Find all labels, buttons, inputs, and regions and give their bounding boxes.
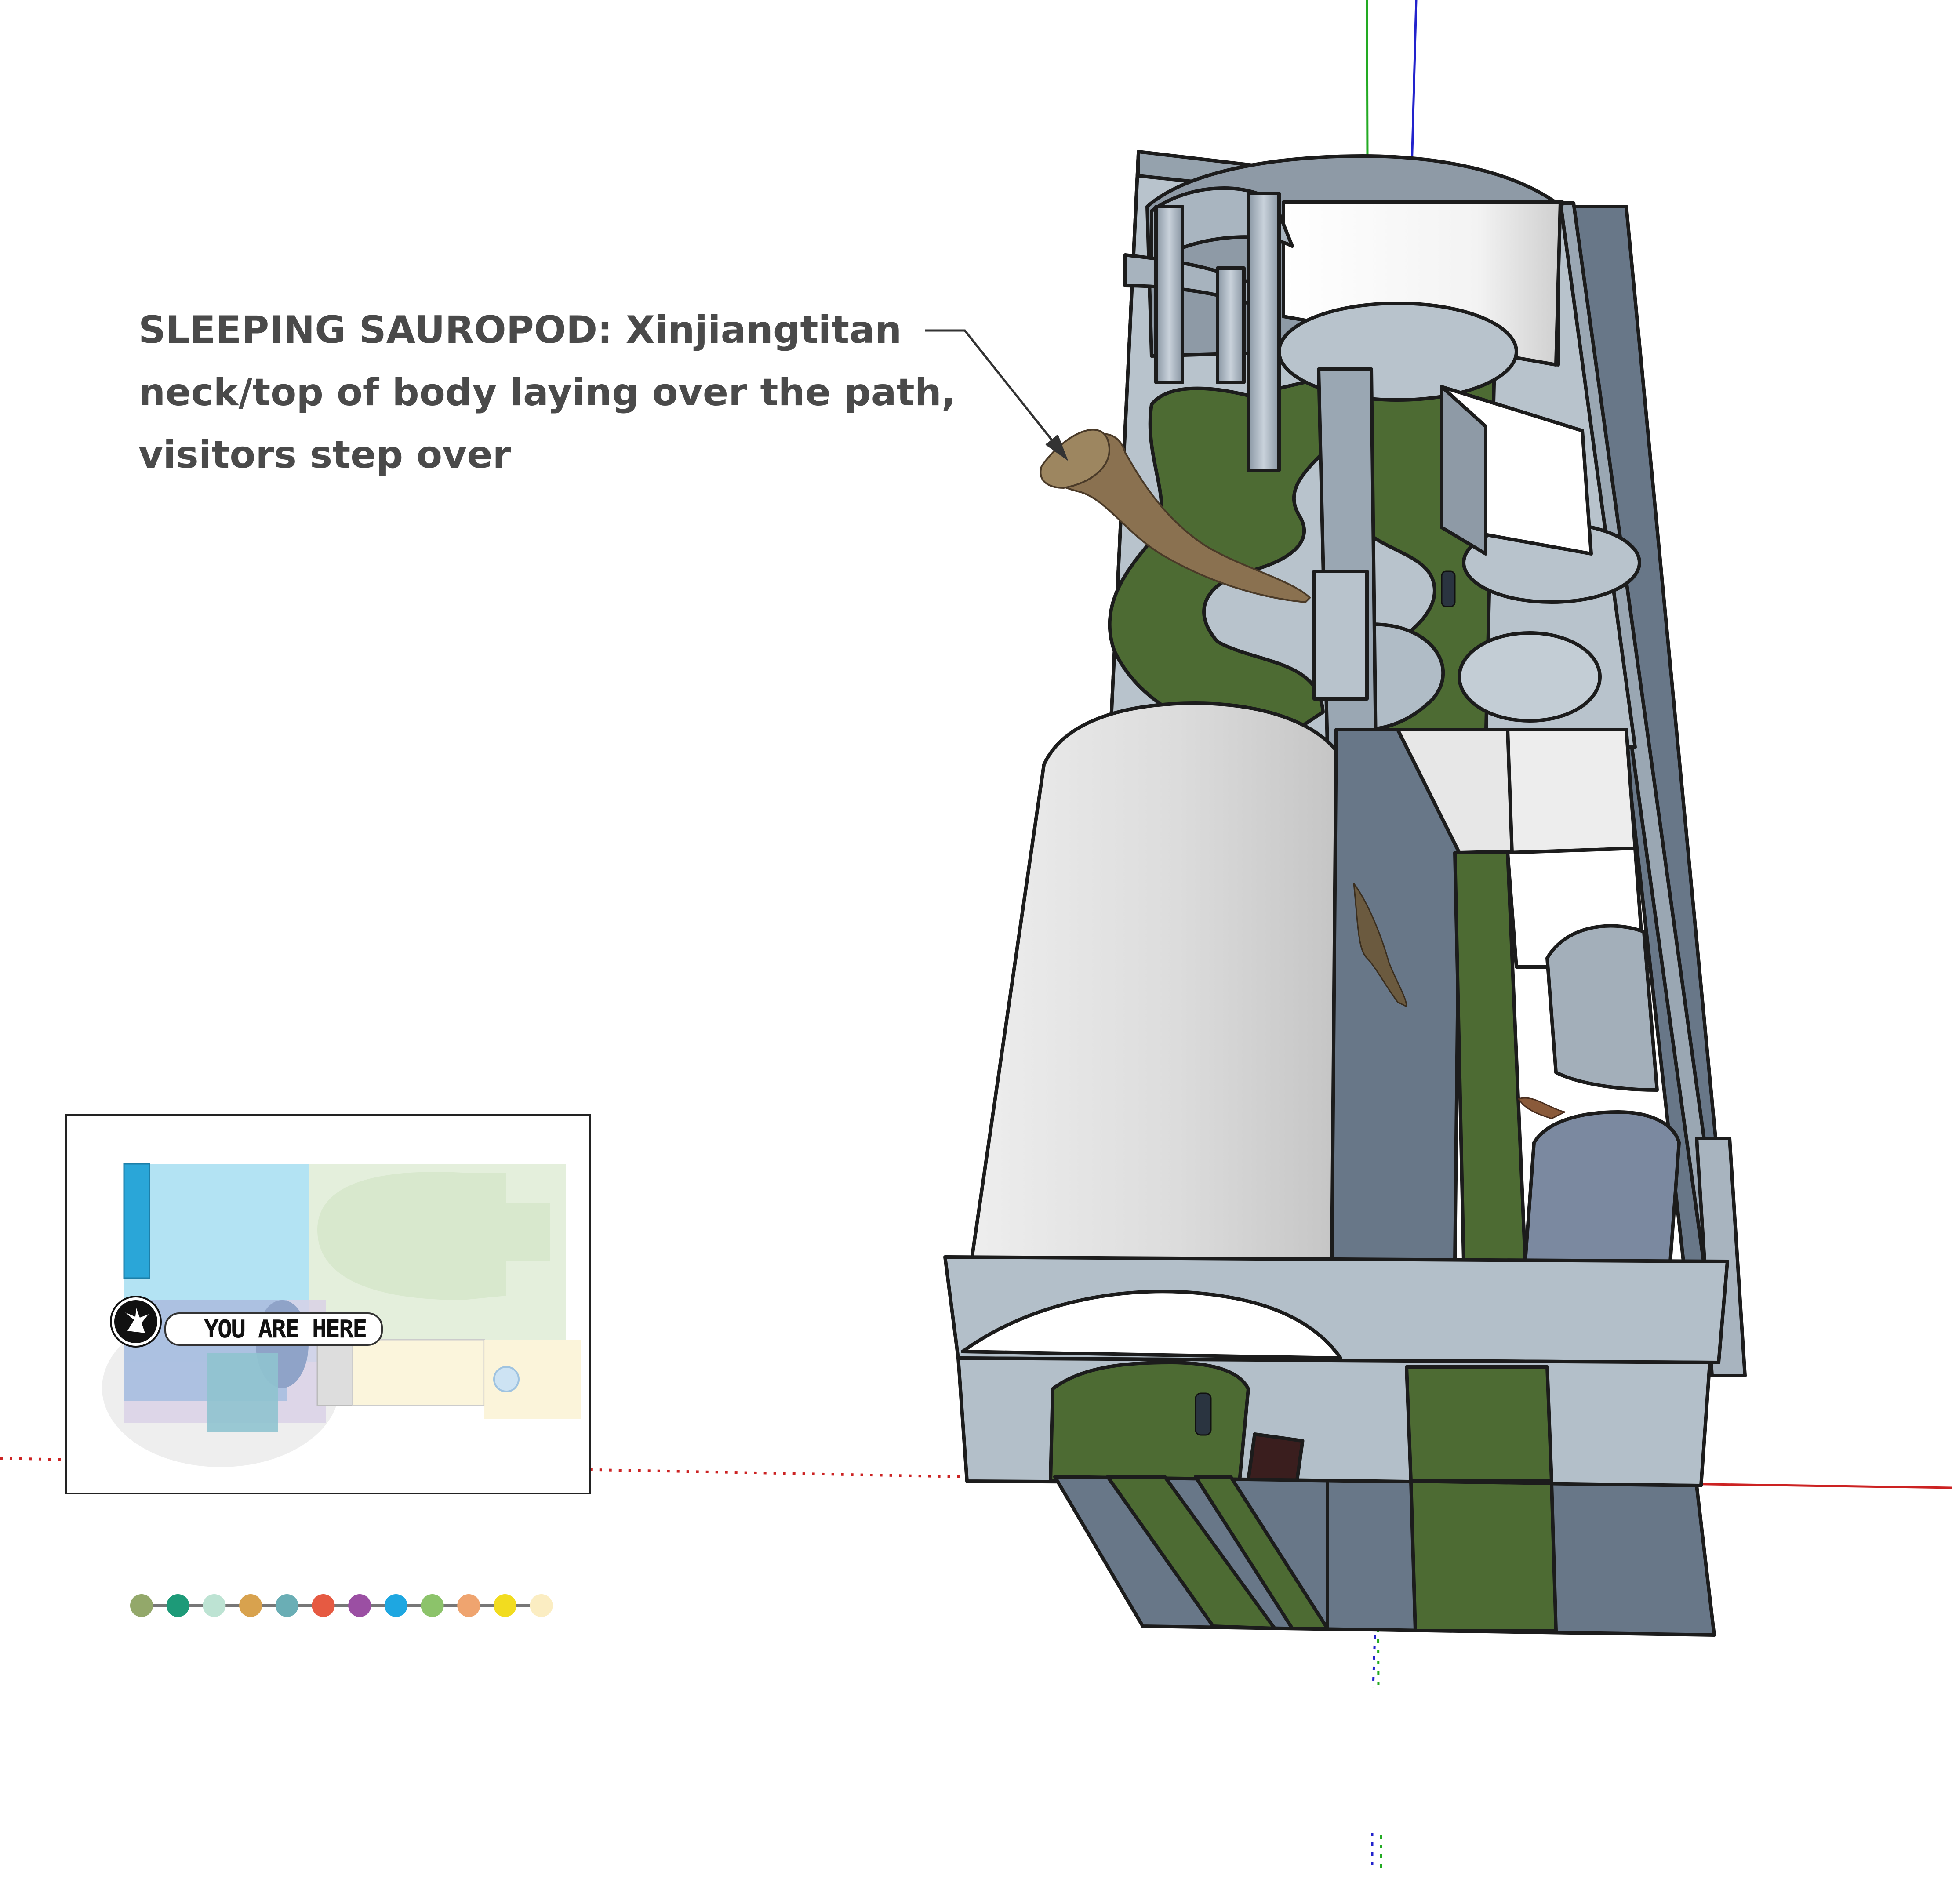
annotation-line-1: SLEEPING SAUROPOD: Xinjiangtitan [138, 308, 902, 352]
palette-dot-12 [530, 1594, 553, 1617]
minimap-blue-bar [123, 1163, 150, 1279]
exhibit-building-model [943, 150, 1747, 1637]
right-upper-block-side [1440, 385, 1487, 556]
palette-dot-11 [494, 1594, 516, 1617]
palette-dot-9 [421, 1594, 444, 1617]
front-entrance-arch [1049, 1361, 1250, 1483]
color-palette-row [130, 1594, 553, 1617]
site-minimap: YOU ARE HERE [65, 1114, 591, 1494]
round-platform-upper [1277, 302, 1518, 402]
round-platform-low [1458, 631, 1602, 723]
annotation-line-3: visitors step over [138, 433, 511, 477]
dinosaur-footprint-icon [112, 1297, 160, 1346]
leader-line [925, 329, 1065, 456]
annotation-leader [925, 329, 1069, 461]
sauropod-neck [1045, 433, 1311, 603]
axis-blue-dotted-line [1372, 1635, 1376, 1688]
pillar-2 [1216, 266, 1246, 384]
s-curve-platform [1361, 622, 1445, 731]
base-green-stripe-1 [1106, 1475, 1276, 1630]
minimap-grey-zone [316, 1339, 353, 1406]
footprint-glyph [125, 1308, 149, 1333]
palette-dot-5 [275, 1594, 298, 1617]
small-dome [1523, 1110, 1681, 1263]
visitor-figure-entrance [1195, 1392, 1212, 1436]
palette-dot-8 [384, 1594, 407, 1617]
large-dome [970, 701, 1347, 1263]
pillar-3 [1247, 192, 1281, 472]
corridor-ceiling-shade [1506, 728, 1637, 854]
base-green-stripe-3 [1409, 1479, 1558, 1632]
palette-dot-1 [130, 1594, 153, 1617]
corridor-dinosaur [1353, 883, 1407, 1007]
minimap-graphic [102, 1163, 581, 1467]
annotation-line-2: neck/top of body laying over the path, [138, 371, 956, 414]
palette-dot-10 [457, 1594, 480, 1617]
visitor-figure-upper [1441, 570, 1456, 607]
front-arch-white [961, 1290, 1342, 1360]
sauropod-head [1040, 429, 1110, 489]
right-curved-pillar [1545, 924, 1659, 1092]
palette-dot-6 [312, 1594, 335, 1617]
you-are-here-label: YOU ARE HERE [164, 1312, 383, 1346]
palette-dot-4 [239, 1594, 262, 1617]
front-green-doorway [1405, 1365, 1553, 1483]
annotation-text: SLEEPING SAUROPOD: Xinjiangtitan neck/to… [138, 299, 965, 486]
minimap-yellow-zone [352, 1339, 485, 1406]
minimap-teal-zone [207, 1353, 278, 1432]
palette-dot-7 [348, 1594, 371, 1617]
palette-dot-2 [166, 1594, 189, 1617]
leader-arrowhead [1045, 435, 1069, 461]
small-dinosaur-right [1518, 1097, 1566, 1119]
pillar-1 [1154, 205, 1184, 384]
minimap-blue-dot [493, 1366, 520, 1392]
minimap-green-oval [317, 1172, 550, 1300]
palette-dot-3 [203, 1594, 226, 1617]
central-divider-block [1312, 570, 1369, 701]
